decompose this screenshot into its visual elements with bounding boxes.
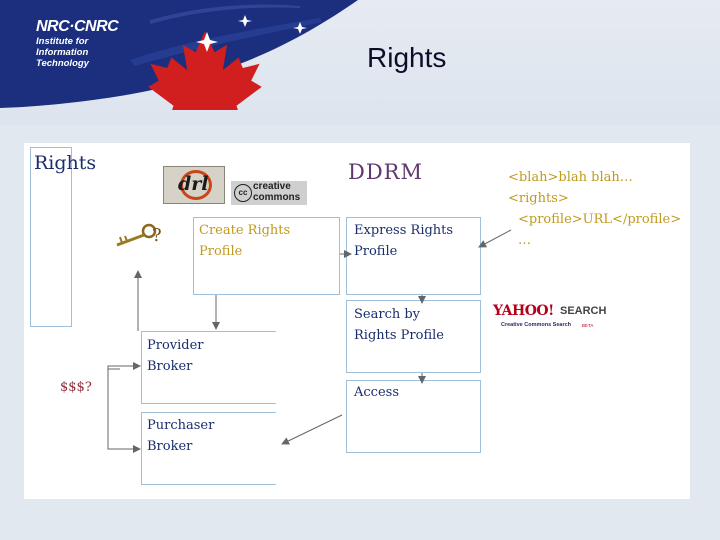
express-profile-line-2: Profile bbox=[354, 244, 398, 259]
question-mark: ? bbox=[152, 225, 162, 246]
logo-line-1: Institute for bbox=[36, 36, 89, 47]
provider-broker-line-2: Broker bbox=[147, 359, 193, 374]
cc-logo-line-1: creative bbox=[253, 181, 291, 192]
search-profile-line-2: Rights Profile bbox=[354, 328, 444, 343]
arrow-money-to-provider bbox=[107, 362, 141, 370]
cc-badge: cc bbox=[234, 184, 252, 202]
create-profile-line-1: Create Rights bbox=[199, 223, 291, 238]
purchaser-broker-box bbox=[141, 412, 276, 485]
money-label: $$$? bbox=[60, 380, 92, 395]
creative-commons-logo: cc creative commons bbox=[231, 181, 307, 205]
express-profile-line-1: Express Rights bbox=[354, 223, 454, 238]
logo-brand: NRC·CNRC bbox=[36, 18, 119, 35]
access-label: Access bbox=[354, 385, 399, 400]
xml-line-2: <rights> bbox=[508, 191, 569, 206]
yahoo-search-text: SEARCH bbox=[560, 305, 607, 317]
yahoo-logo-text: YAHOO! bbox=[493, 303, 554, 319]
xml-line-3: <profile>URL</profile> bbox=[518, 212, 682, 227]
provider-broker-box bbox=[141, 331, 276, 404]
drl-logo-text: drl bbox=[178, 173, 209, 195]
access-box bbox=[346, 380, 481, 453]
search-profile-line-1: Search by bbox=[354, 307, 421, 322]
arrow-xml-to-express bbox=[478, 229, 512, 248]
purchaser-broker-line-2: Broker bbox=[147, 439, 193, 454]
create-profile-line-2: Profile bbox=[199, 244, 243, 259]
rights-label: Rights bbox=[34, 152, 97, 174]
cc-logo-line-2: commons bbox=[253, 192, 301, 203]
slide-title: Rights bbox=[367, 42, 447, 73]
xml-line-1: <blah>blah blah… bbox=[508, 170, 633, 185]
rights-column-box bbox=[30, 147, 72, 327]
slide-header: NRC·CNRC Institute for Information Techn… bbox=[0, 0, 720, 125]
logo-line-3: Technology bbox=[36, 58, 89, 69]
purchaser-broker-line-1: Purchaser bbox=[147, 418, 215, 433]
yahoo-search-logo: YAHOO! SEARCH Creative Commons Search BE… bbox=[493, 303, 613, 333]
drl-logo: drl bbox=[163, 166, 225, 204]
nrc-logo: NRC·CNRC Institute for Information Techn… bbox=[36, 18, 119, 69]
arrow-access-to-purchaser bbox=[281, 414, 343, 445]
maple-leaf-icon bbox=[148, 31, 262, 110]
create-profile-box bbox=[193, 217, 340, 295]
ddrm-label: DDRM bbox=[348, 160, 423, 184]
provider-broker-line-1: Provider bbox=[147, 338, 204, 353]
logo-line-2: Information bbox=[36, 47, 89, 58]
diagram-panel: Rights DDRM drl cc creative commons ? Cr… bbox=[24, 143, 690, 499]
xml-line-4: … bbox=[518, 233, 531, 248]
sparkle-icon bbox=[196, 15, 307, 52]
diagram-arrows bbox=[107, 229, 512, 453]
search-profile-box bbox=[346, 300, 481, 373]
key-icon bbox=[116, 223, 157, 247]
yahoo-cc-search-text: Creative Commons Search bbox=[501, 322, 571, 328]
yahoo-beta-text: BETA bbox=[582, 323, 594, 328]
header-banner bbox=[0, 0, 358, 110]
arrow-money-to-purchaser bbox=[107, 369, 141, 453]
